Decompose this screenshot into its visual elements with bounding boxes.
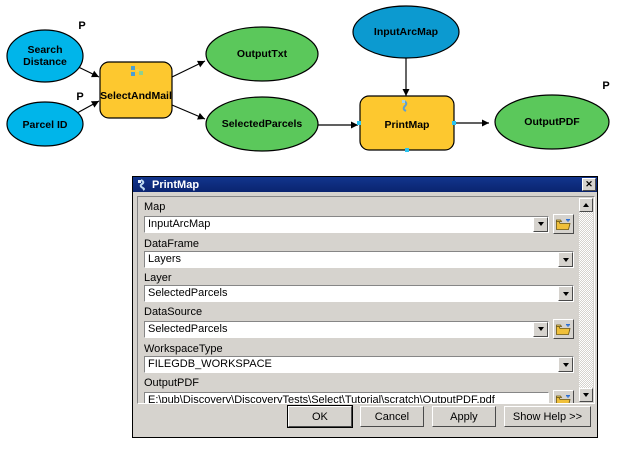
model-node-input-arcmap[interactable]: InputArcMap (352, 5, 460, 59)
model-diagram-canvas[interactable]: Search Distance P Parcel ID P SelectAndM… (0, 0, 628, 172)
output-txt-label: OutputTxt (237, 48, 288, 60)
map-combobox[interactable]: InputArcMap (144, 215, 549, 233)
model-node-output-pdf[interactable]: OutputPDF (494, 94, 610, 150)
triangle-down-icon (583, 393, 589, 397)
parameters-scroll-area: Map InputArcMap (137, 196, 595, 404)
field-layer: Layer SelectedParcels (144, 272, 574, 302)
dataframe-value: Layers (148, 253, 182, 265)
parameters-scrollbar[interactable] (579, 198, 593, 402)
apply-button[interactable]: Apply (431, 406, 496, 427)
field-label-datasource: DataSource (144, 306, 203, 318)
scroll-down-button[interactable] (579, 388, 593, 402)
chevron-down-icon[interactable] (558, 252, 573, 267)
outputpdf-browse-button[interactable] (553, 390, 574, 403)
connector-selectandmail-to-selectedparcels (171, 104, 206, 120)
chevron-down-icon[interactable] (533, 216, 548, 232)
model-node-search-distance[interactable]: Search Distance (6, 29, 84, 83)
show-help-button[interactable]: Show Help >> (503, 406, 591, 427)
field-datasource: DataSource SelectedParcels (144, 306, 574, 339)
map-browse-button[interactable] (553, 214, 574, 234)
dialog-title: PrintMap (152, 178, 200, 191)
dialog-body: Map InputArcMap (133, 192, 597, 437)
output-pdf-ellipse (494, 94, 610, 150)
model-diagram-svg: Search Distance P Parcel ID P SelectAndM… (6, 5, 610, 152)
field-label-workspacetype: WorkspaceType (144, 343, 223, 355)
selected-parcels-ellipse (205, 96, 319, 152)
cancel-button[interactable]: Cancel (359, 406, 424, 427)
search-distance-ellipse (6, 29, 84, 83)
parcel-id-label: Parcel ID (23, 119, 68, 131)
model-node-selected-parcels[interactable]: SelectedParcels (205, 96, 319, 152)
model-node-output-txt[interactable]: OutputTxt (205, 26, 319, 82)
field-label-layer: Layer (144, 272, 172, 284)
field-map: Map InputArcMap (144, 201, 574, 234)
field-dataframe: DataFrame Layers (144, 238, 574, 268)
datasource-combobox[interactable]: SelectedParcels (144, 320, 549, 338)
field-label-outputpdf: OutputPDF (144, 377, 200, 389)
close-icon[interactable]: ✕ (582, 178, 596, 191)
datasource-browse-button[interactable] (553, 319, 574, 339)
chevron-down-icon[interactable] (558, 286, 573, 301)
model-node-parcel-id[interactable]: Parcel ID (6, 101, 84, 147)
parameter-marker-parcel-id: P (76, 91, 83, 103)
script-tool-icon (136, 178, 148, 191)
select-and-mail-box (99, 61, 173, 119)
dialog-titlebar[interactable]: PrintMap ✕ (133, 177, 597, 192)
search-distance-label-line2: Distance (23, 56, 67, 68)
map-value: InputArcMap (148, 217, 211, 230)
outputpdf-input[interactable]: E:\pub\Discovery\DiscoveryTests\Select\T… (144, 391, 549, 403)
output-pdf-label: OutputPDF (524, 116, 580, 128)
parcel-id-ellipse (6, 101, 84, 147)
field-label-map: Map (144, 201, 166, 213)
workspacetype-value: FILEGDB_WORKSPACE (148, 358, 272, 370)
dialog-buttons: OK Cancel Apply Show Help >> (286, 405, 591, 428)
field-label-dataframe: DataFrame (144, 238, 200, 250)
datasource-value: SelectedParcels (148, 322, 228, 335)
print-map-handle-bottom (405, 148, 409, 152)
scroll-up-button[interactable] (579, 198, 593, 212)
chevron-down-icon[interactable] (533, 321, 548, 337)
printmap-dialog[interactable]: PrintMap ✕ Map InputArcMap (132, 176, 598, 438)
parameters-list: Map InputArcMap (144, 201, 574, 403)
script-tool-icon-printmap (402, 100, 408, 112)
output-txt-ellipse (205, 26, 319, 82)
search-distance-label-line1: Search (27, 44, 62, 56)
model-node-print-map[interactable]: PrintMap (357, 95, 456, 152)
dialog-button-strip: OK Cancel Apply Show Help >> (133, 397, 597, 437)
dataframe-combobox[interactable]: Layers (144, 251, 574, 268)
script-tool-icon-selectandmail (131, 66, 143, 76)
layer-combobox[interactable]: SelectedParcels (144, 285, 574, 302)
folder-open-icon (556, 219, 571, 230)
workspacetype-combobox[interactable]: FILEGDB_WORKSPACE (144, 356, 574, 373)
input-arcmap-ellipse (352, 5, 460, 59)
model-node-select-and-mail[interactable]: SelectAndMail (99, 61, 173, 119)
select-and-mail-label: SelectAndMail (100, 90, 172, 102)
folder-open-icon (556, 395, 571, 403)
parameter-marker-output-pdf: P (602, 80, 609, 92)
input-arcmap-label: InputArcMap (374, 26, 438, 38)
layer-value: SelectedParcels (148, 287, 228, 299)
print-map-label: PrintMap (385, 119, 430, 131)
ok-button[interactable]: OK (286, 405, 353, 428)
field-outputpdf: OutputPDF E:\pub\Discovery\DiscoveryTest… (144, 377, 574, 403)
connector-selectandmail-to-outputtxt (171, 60, 206, 78)
parameter-marker-search-distance: P (78, 20, 85, 32)
triangle-up-icon (583, 203, 589, 207)
print-map-handle-right (452, 121, 456, 125)
chevron-down-icon[interactable] (558, 357, 573, 372)
print-map-handle-left (357, 121, 361, 125)
field-workspacetype: WorkspaceType FILEGDB_WORKSPACE (144, 343, 574, 373)
selected-parcels-label: SelectedParcels (222, 118, 303, 130)
folder-open-icon (556, 324, 571, 335)
